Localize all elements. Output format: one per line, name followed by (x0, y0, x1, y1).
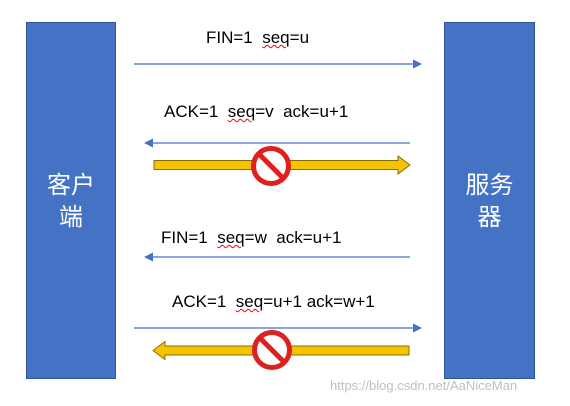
no-entry-icon (251, 146, 291, 186)
client-box: 客户端 (26, 22, 116, 379)
message-label-1: FIN=1 seq=u (206, 28, 310, 47)
no-entry-icon (252, 330, 292, 370)
server-box: 服务器 (444, 22, 535, 379)
server-label: 服务器 (465, 170, 514, 231)
message-label-3: FIN=1 seq=w ack=u+1 (161, 228, 342, 247)
message-label-2: ACK=1 seq=v ack=u+1 (164, 102, 349, 121)
watermark: https://blog.csdn.net/AaNiceMan (330, 378, 518, 393)
client-label: 客户端 (47, 170, 95, 231)
message-label-4: ACK=1 seq=u+1 ack=w+1 (172, 292, 375, 311)
